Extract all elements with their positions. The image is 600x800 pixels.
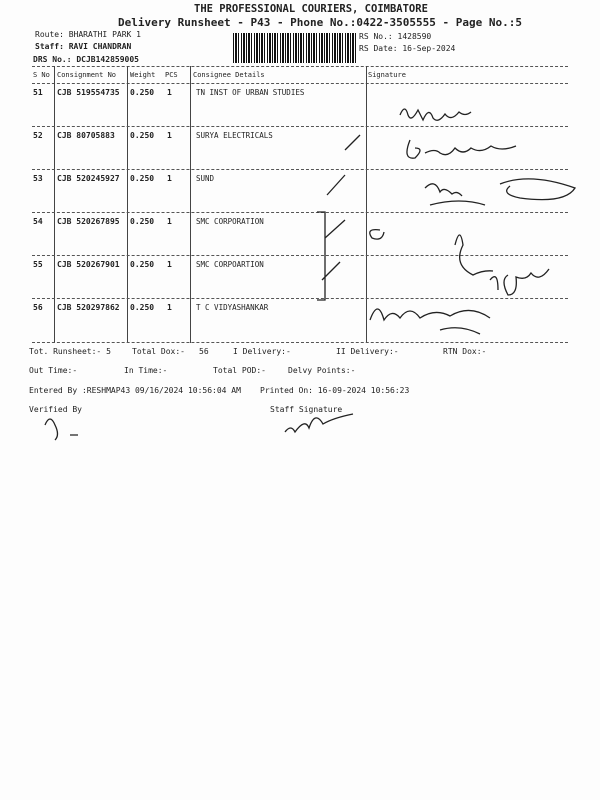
delvy-points: Delvy Points:- [288,366,356,375]
company-title: THE PROFESSIONAL COURIERS, COIMBATORE [194,3,428,15]
cell-sno: 52 [33,131,43,140]
cell-consignment-no: CJB 520297862 [57,303,120,312]
cell-pcs: 1 [167,88,172,97]
cell-consignee: TN INST OF URBAN STUDIES [196,88,305,97]
col-weight: Weight [130,71,156,79]
total-dox-label: Total Dox:- [132,347,185,356]
out-time: Out Time:- [29,366,78,375]
in-time: In Time:- [124,366,168,375]
cell-consignee: SUND [196,174,215,183]
cell-sno: 55 [33,260,43,269]
staff: Staff: RAVI CHANDRAN [35,42,132,51]
cell-consignment-no: CJB 520245927 [57,174,120,183]
total-pod: Total POD:- [213,366,266,375]
col-signature: Signature [368,71,406,79]
cell-pcs: 1 [167,303,172,312]
ii-delivery: II Delivery:- [336,347,399,356]
cell-consignment-no: CJB 520267895 [57,217,120,226]
col-consignee: Consignee Details [193,71,265,79]
barcode [233,33,357,63]
printed-on: Printed On: 16-09-2024 10:56:23 [260,386,410,395]
cell-consignment-no: CJB 519554735 [57,88,120,97]
runsheet-subtitle: Delivery Runsheet - P43 - Phone No.:0422… [118,16,522,29]
cell-consignee: SURYA ELECTRICALS [196,131,273,140]
staff-signature-label: Staff Signature [270,405,343,414]
col-consignment: Consignment No [57,71,117,79]
route: Route: BHARATHI PARK 1 [35,30,141,39]
rs-date: RS Date: 16-Sep-2024 [359,44,456,53]
cell-weight: 0.250 [130,260,155,269]
cell-weight: 0.250 [130,217,155,226]
cell-pcs: 1 [167,174,172,183]
tot-runsheet: Tot. Runsheet:- 5 [29,347,111,356]
col-pcs: PCS [165,71,178,79]
verified-by: Verified By [29,405,82,414]
cell-pcs: 1 [167,217,172,226]
cell-sno: 51 [33,88,43,97]
col-sno: S No [33,71,50,79]
cell-sno: 54 [33,217,43,226]
cell-consignment-no: CJB 80705883 [57,131,115,140]
cell-consignee: SMC CORPOARTION [196,260,264,269]
cell-weight: 0.250 [130,88,155,97]
cell-pcs: 1 [167,260,172,269]
cell-sno: 53 [33,174,43,183]
cell-sno: 56 [33,303,43,312]
cell-consignment-no: CJB 520267901 [57,260,120,269]
cell-weight: 0.250 [130,131,155,140]
cell-weight: 0.250 [130,303,155,312]
cell-pcs: 1 [167,131,172,140]
drs-number: DRS No.: DCJB142859005 [33,55,139,64]
cell-consignee: SMC CORPORATION [196,217,264,226]
rs-number: RS No.: 1428590 [359,32,432,41]
entered-by: Entered By :RESHMAP43 09/16/2024 10:56:0… [29,386,241,395]
total-dox-value: 56 [199,347,209,356]
cell-consignee: T C VIDYASHANKAR [196,303,269,312]
i-delivery: I Delivery:- [233,347,291,356]
cell-weight: 0.250 [130,174,155,183]
rtn-dox: RTN Dox:- [443,347,487,356]
